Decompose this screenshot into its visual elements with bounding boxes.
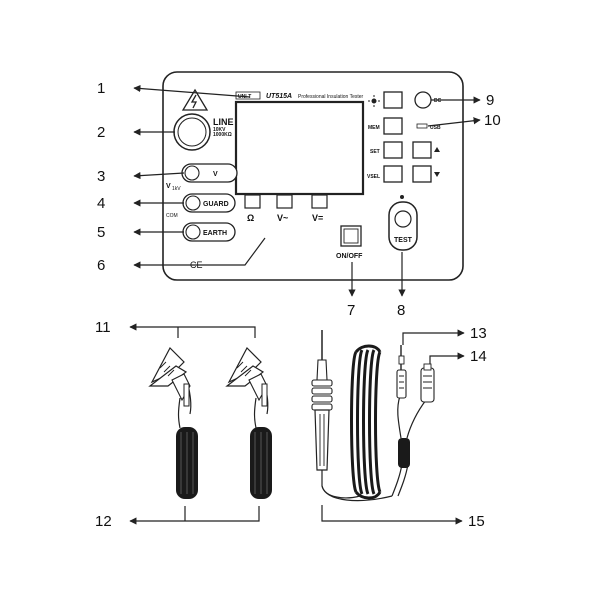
v-terminal-label: V	[213, 171, 218, 178]
mode-vdc-label: V=	[312, 213, 323, 223]
callout-10: 10	[484, 112, 501, 129]
alligator-clip-lead-left	[148, 347, 198, 499]
callout-1: 1	[97, 80, 105, 97]
mem-label: MEM	[368, 125, 380, 131]
usb-label: USB	[430, 125, 441, 131]
set-button[interactable]	[383, 141, 403, 159]
vsel-button[interactable]	[383, 165, 403, 183]
backlight-sun-icon	[368, 95, 380, 107]
callout-11: 11	[95, 319, 111, 336]
callout-2: 2	[97, 124, 105, 141]
callout-15: 15	[468, 513, 485, 530]
mode-buttons: Ω V~ V=	[244, 194, 328, 223]
mode-ohm-label: Ω	[247, 213, 254, 223]
brand-header: UNI-T UT515A Professional Insulation Tes…	[235, 91, 364, 100]
v-rating-sub: 1kV	[172, 186, 181, 192]
v-terminal[interactable]: V	[181, 163, 238, 183]
mode-vac-button[interactable]	[276, 194, 293, 209]
guard-terminal[interactable]: GUARD	[182, 193, 236, 213]
line-rating-2: 1000KΩ	[213, 132, 232, 138]
callout-9: 9	[486, 92, 494, 109]
alligator-clip-lead-right	[225, 347, 272, 499]
v-rating-label: V	[166, 183, 171, 190]
callout-14: 14	[470, 348, 487, 365]
callout-leaders	[130, 84, 481, 521]
high-voltage-triangle-icon	[181, 88, 209, 111]
down-button[interactable]	[412, 165, 432, 183]
earth-terminal[interactable]: EARTH	[182, 222, 236, 242]
split-lead-connector	[391, 345, 435, 497]
test-button[interactable]: TEST	[388, 195, 418, 251]
model-text: UT515A	[266, 93, 292, 100]
callout-6: 6	[97, 257, 105, 274]
callout-7: 7	[347, 302, 355, 319]
usb-port-icon	[416, 123, 428, 129]
callout-3: 3	[97, 168, 105, 185]
callout-numbers: 1 2 3 4 5 6 7 8 9 10 11 12 13 14 15	[95, 80, 501, 530]
backlight-button[interactable]	[383, 91, 403, 109]
up-arrow-icon	[434, 147, 440, 152]
mem-button[interactable]	[383, 117, 403, 135]
up-button[interactable]	[412, 141, 432, 159]
line-rating-1: 10KV	[213, 127, 226, 133]
callout-13: 13	[470, 325, 487, 342]
dc-power-jack[interactable]	[414, 91, 432, 109]
callout-8: 8	[397, 302, 405, 319]
test-label: TEST	[394, 237, 413, 244]
callout-12: 12	[95, 513, 112, 530]
test-probe	[311, 330, 333, 486]
probe-cable-coil	[321, 344, 393, 502]
guard-label: GUARD	[203, 201, 229, 208]
vsel-label: VSEL	[367, 174, 380, 180]
onoff-label: ON/OFF	[336, 253, 363, 260]
callout-4: 4	[97, 195, 105, 212]
callout-5: 5	[97, 224, 105, 241]
earth-label: EARTH	[203, 230, 227, 237]
mode-vdc-button[interactable]	[311, 194, 328, 209]
lcd-screen	[234, 100, 365, 196]
com-label: COM	[166, 213, 178, 219]
mode-ohm-button[interactable]	[244, 194, 261, 209]
subtitle-text: Professional Insulation Tester	[298, 94, 364, 100]
set-label: SET	[370, 149, 380, 155]
onoff-button[interactable]	[340, 225, 362, 247]
mode-vac-label: V~	[277, 213, 288, 223]
down-arrow-icon	[434, 172, 440, 177]
line-terminal[interactable]	[173, 113, 211, 151]
dc-label: DC	[434, 98, 442, 104]
line-label: LINE	[213, 117, 234, 127]
